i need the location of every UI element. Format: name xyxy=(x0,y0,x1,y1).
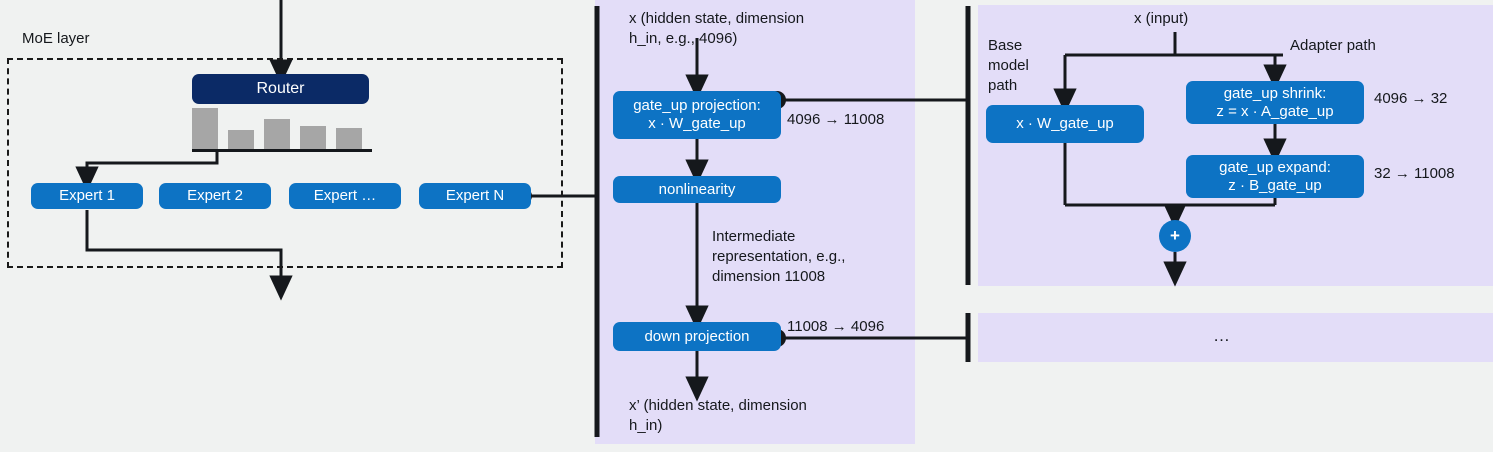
down-projection-dims-label: 11008 → 4096 xyxy=(787,318,885,335)
router-weight-bar xyxy=(300,126,326,149)
router-weight-bar xyxy=(336,128,362,149)
expand-dims-label: 32 → 11008 xyxy=(1374,165,1455,182)
base-matmul-node[interactable]: x · W_gate_up xyxy=(986,105,1144,143)
expert-detail-panel xyxy=(595,0,915,444)
sum-node[interactable]: + xyxy=(1159,220,1191,252)
adapter-path-label: Adapter path xyxy=(1290,37,1376,54)
intermediate-representation-caption: Intermediate representation, e.g., dimen… xyxy=(712,228,846,285)
gate-up-shrink-node[interactable]: gate_up shrink: z = x · A_gate_up xyxy=(1186,81,1364,124)
router-node[interactable]: Router xyxy=(192,74,369,104)
more-ellipsis-label: … xyxy=(1213,326,1232,345)
barchart-baseline xyxy=(192,149,372,152)
expert-node-2[interactable]: Expert 2 xyxy=(159,183,271,209)
nonlinearity-node[interactable]: nonlinearity xyxy=(613,176,781,203)
expert-node-n[interactable]: Expert N xyxy=(419,183,531,209)
expert-output-caption: x’ (hidden state, dimension h_in) xyxy=(629,397,807,434)
expert-node-ellipsis[interactable]: Expert … xyxy=(289,183,401,209)
router-weight-bar xyxy=(192,108,218,149)
router-weight-bar xyxy=(264,119,290,149)
expert-input-caption: x (hidden state, dimension h_in, e.g., 4… xyxy=(629,10,805,47)
down-projection-node[interactable]: down projection xyxy=(613,322,781,351)
gate-up-expand-node[interactable]: gate_up expand: z · B_gate_up xyxy=(1186,155,1364,198)
moe-layer-label: MoE layer xyxy=(22,30,90,47)
shrink-dims-label: 4096 → 32 xyxy=(1374,90,1448,107)
lora-input-label: x (input) xyxy=(1134,10,1189,27)
moe-layer-container xyxy=(7,58,563,268)
expert-node-1[interactable]: Expert 1 xyxy=(31,183,143,209)
gate-up-dims-label: 4096 → 11008 xyxy=(787,111,885,128)
router-weight-barchart xyxy=(192,107,372,152)
gate-up-projection-node[interactable]: gate_up projection: x · W_gate_up xyxy=(613,91,781,139)
router-weight-bar xyxy=(228,130,254,149)
base-model-path-label: Base model path xyxy=(988,37,1029,94)
lora-more-panel xyxy=(978,313,1493,362)
